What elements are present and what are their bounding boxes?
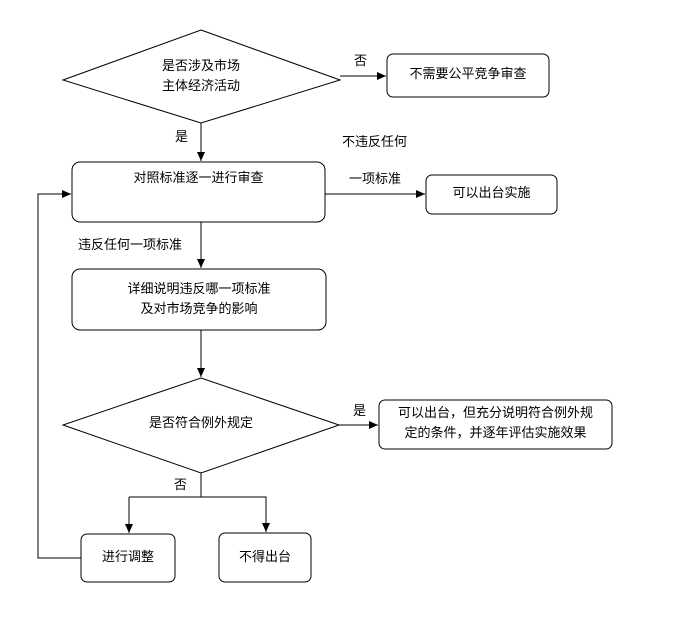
box-not-issue: [218, 532, 312, 583]
label-exception-yes: 是: [353, 404, 367, 419]
can-issue-text: 可以出台实施: [452, 186, 531, 201]
label-exception-no: 否: [174, 478, 188, 493]
box-explain: [71, 268, 327, 331]
arrow-adjust-loop: [37, 190, 81, 559]
box-review: [71, 161, 326, 223]
label-violation: 违反任何一项标准: [78, 238, 183, 253]
arrow-to-not-issue: [201, 496, 270, 532]
explain-line2: 及对市场竞争的影响: [140, 302, 258, 317]
decision-market-line2: 主体经济活动: [161, 79, 240, 94]
decision-market-line1: 是否涉及市场: [161, 59, 240, 74]
exception-ok-line2: 定的条件，并逐年评估实施效果: [404, 426, 587, 441]
label-market-yes: 是: [175, 130, 189, 145]
exception-ok-text: 可以出台，但充分说明符合例外规 定的条件，并逐年评估实施效果: [379, 404, 612, 444]
no-review-text: 不需要公平竞争审查: [409, 67, 527, 82]
box-exception-ok: [378, 399, 613, 450]
label-no-violation-2: 一项标准: [349, 172, 402, 187]
decision-market-text: 是否涉及市场 主体经济活动: [141, 57, 261, 97]
arrow-exception-no: [129, 473, 202, 498]
decision-exception-text: 是否符合例外规定: [148, 416, 253, 431]
adjust-text: 进行调整: [101, 550, 154, 565]
box-can-issue: [425, 174, 558, 215]
explain-line1: 详细说明违反哪一项标准: [127, 282, 271, 297]
box-no-review: [386, 53, 550, 98]
label-no-violation-1: 不违反任何: [342, 135, 408, 150]
exception-ok-line1: 可以出台，但充分说明符合例外规: [397, 406, 593, 421]
review-text: 对照标准逐一进行审查: [133, 171, 264, 186]
label-market-no: 否: [354, 54, 368, 69]
explain-text: 详细说明违反哪一项标准 及对市场竞争的影响: [72, 280, 326, 320]
not-issue-text: 不得出台: [238, 550, 291, 565]
